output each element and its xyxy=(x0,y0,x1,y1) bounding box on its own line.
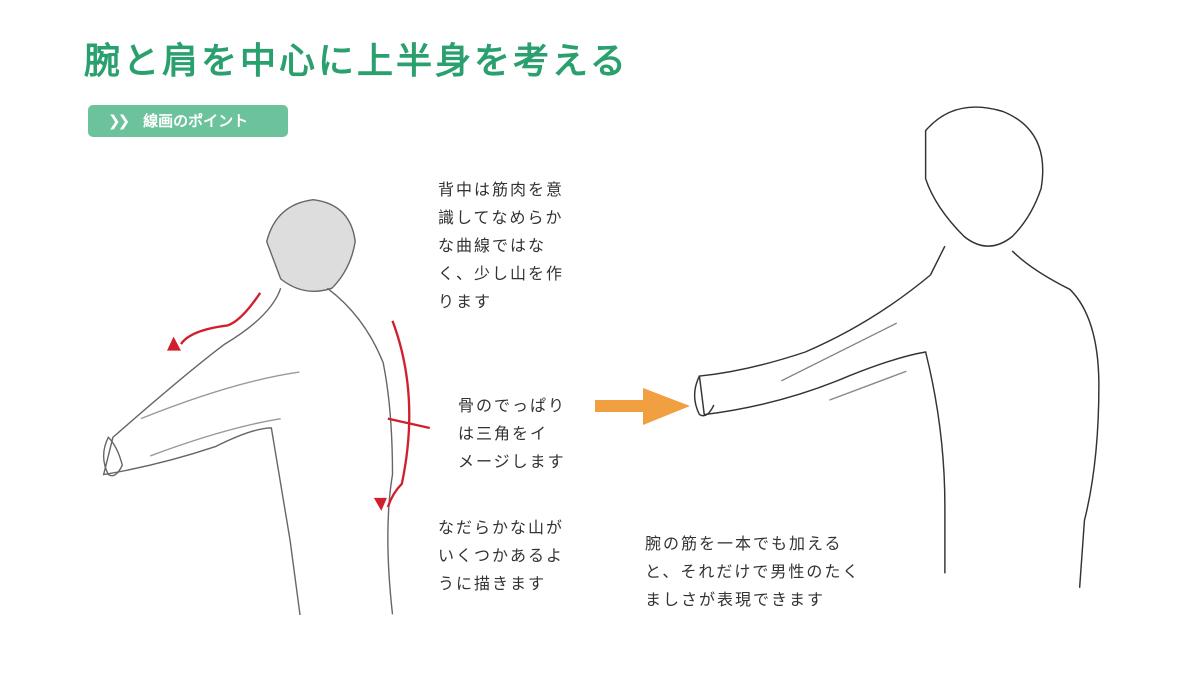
note-back-muscles: 背中は筋肉を意 識してなめらか な曲線ではな く、少し山を作 ります xyxy=(438,180,565,311)
final-lineart-illustration xyxy=(693,106,1100,588)
section-badge: ❯❯ 線画のポイント xyxy=(88,105,288,137)
double-chevron-right-icon: ❯❯ xyxy=(108,112,130,130)
note-bone-triangle: 骨のでっぱり は三角をイ メージします xyxy=(458,396,567,471)
page-title: 腕と肩を中心に上半身を考える xyxy=(84,41,629,82)
red-arrows xyxy=(180,292,431,508)
note-arm-line: 腕の筋を一本でも加える と、それだけで男性のたく ましさが表現できます xyxy=(645,534,861,609)
rough-sketch-illustration xyxy=(102,198,431,615)
badge-label: 線画のポイント xyxy=(143,112,249,130)
arrow-right-icon xyxy=(595,388,690,425)
note-gentle-hills: なだらかな山が いくつかあるよ うに描きます xyxy=(438,518,565,593)
